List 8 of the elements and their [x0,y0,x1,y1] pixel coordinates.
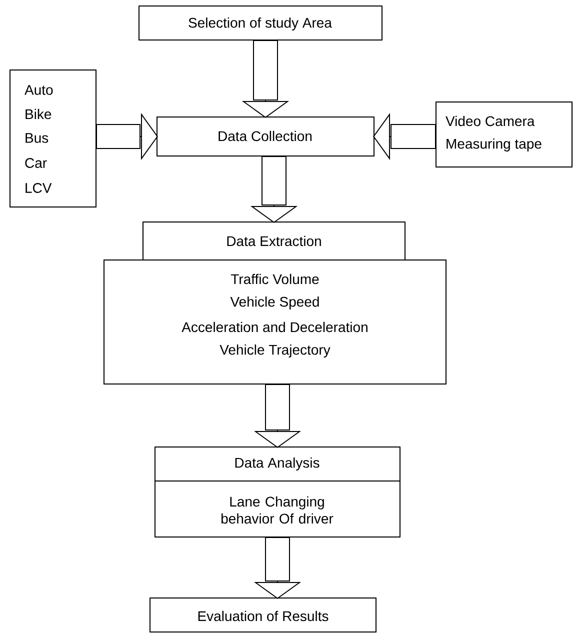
process-box: Video Camera Measuring tape [436,102,572,168]
process-box: Data Extraction [142,222,406,260]
process-box: Data Analysis Lane Changing behavior Of driver [154,446,400,538]
process-box: Data Collection [156,116,374,156]
process-box: Selection of study Area [138,6,382,40]
process-box: Traffic Volume Vehicle Speed Acceleration and Deceleration Vehicle Trajectory [104,260,446,384]
process-box: Evaluation of Results [150,598,376,632]
process-box: Auto Bike Bus Car LCV [10,70,96,208]
